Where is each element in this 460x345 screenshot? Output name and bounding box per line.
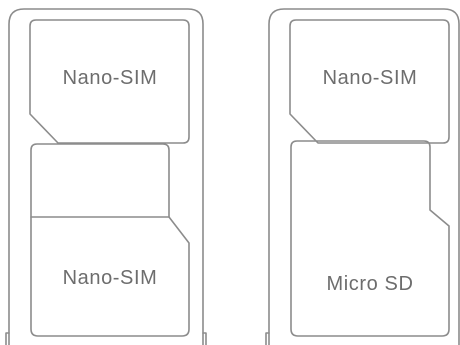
right-bottom-slot-label: Micro SD [326,273,413,295]
right-bottom-micro-sd-slot [290,140,450,337]
left-top-slot-label: Nano-SIM [63,67,158,89]
right-top-slot-label: Nano-SIM [323,67,418,89]
left-top-nano-sim-slot [29,19,190,144]
right-tray-frame [268,8,460,345]
left-tray-lip [5,332,207,345]
left-tray-frame [8,8,204,345]
right-tray-lip [265,332,270,345]
left-middle-recess [30,143,170,218]
left-bottom-nano-sim-slot [30,216,190,337]
right-top-nano-sim-slot [289,19,450,144]
left-tray: Nano-SIM Nano-SIM [5,8,207,345]
left-bottom-slot-label: Nano-SIM [63,267,158,289]
right-tray: Nano-SIM Micro SD [265,8,460,345]
